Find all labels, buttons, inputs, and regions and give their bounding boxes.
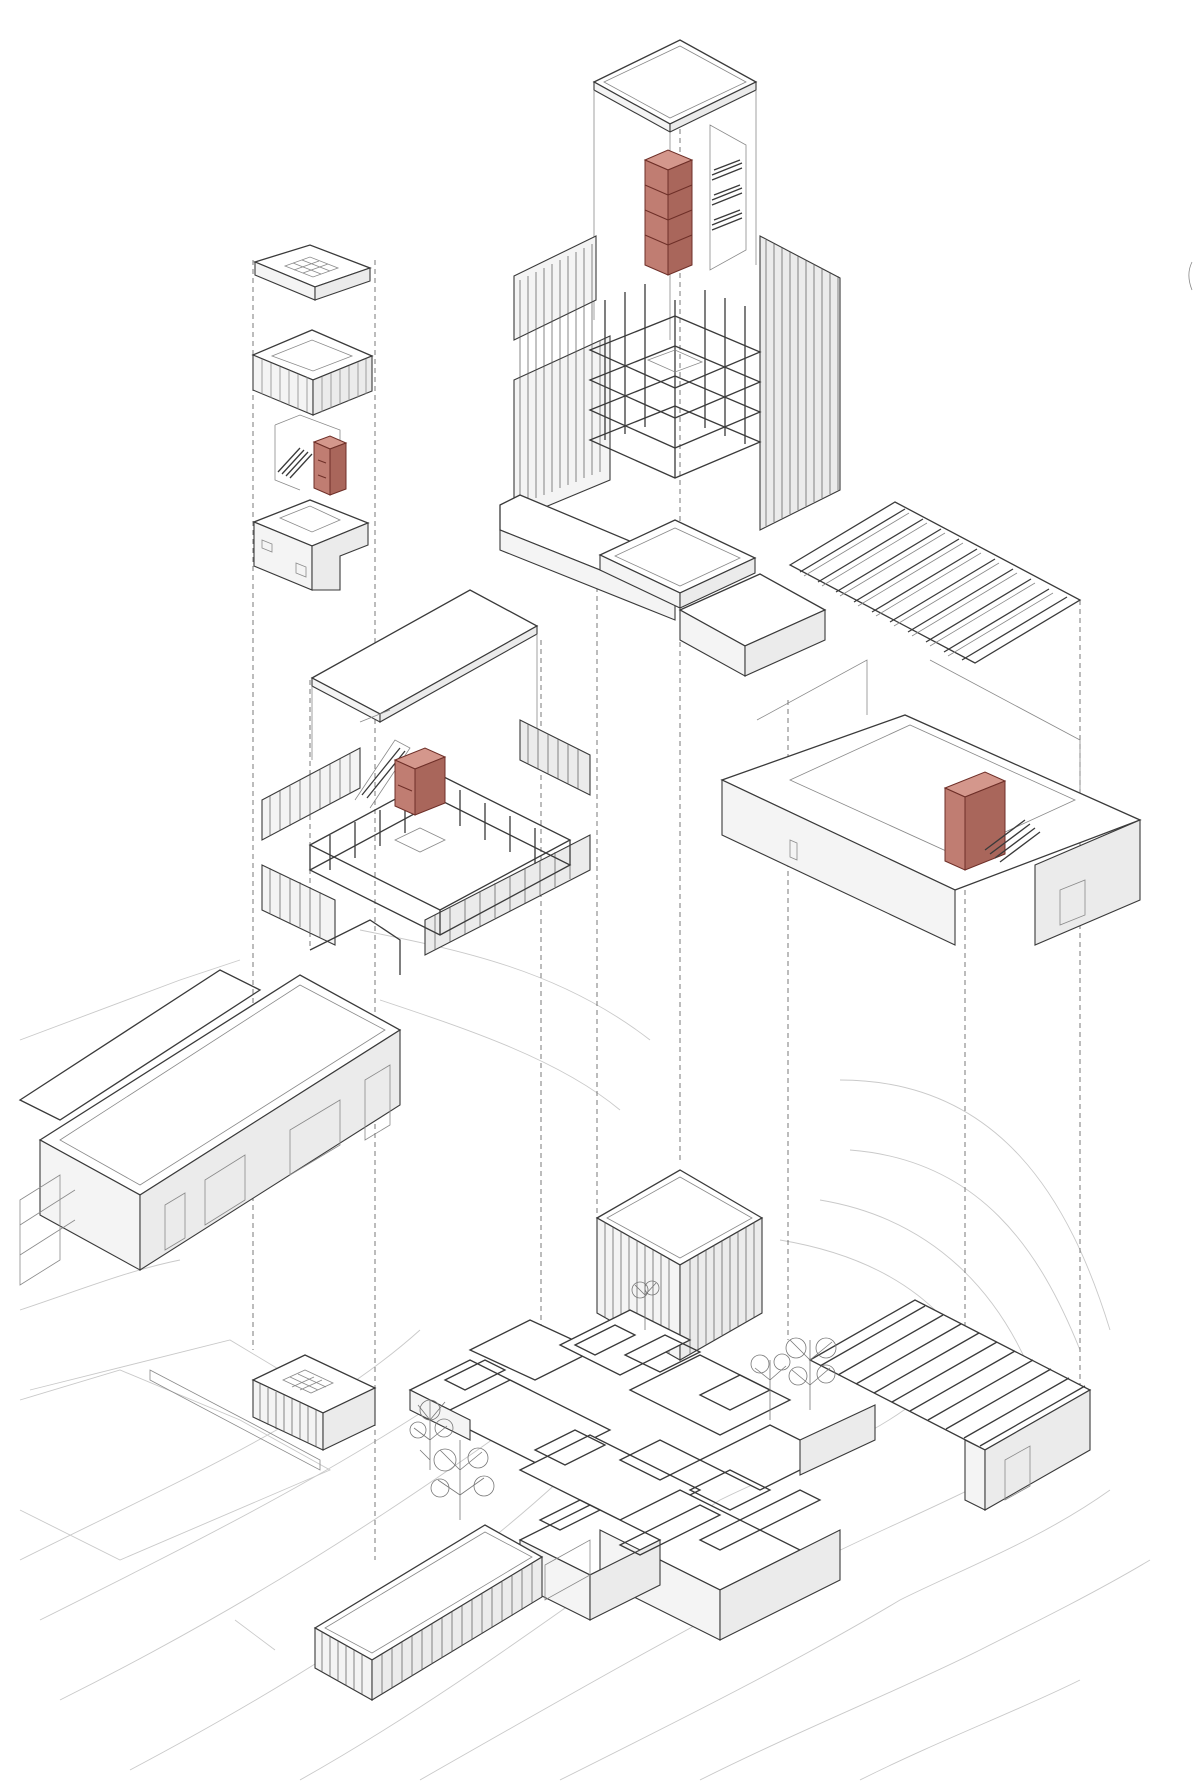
existing-building [18,919,402,1286]
ground-sawtooth [808,1299,1092,1511]
hall-columns [329,790,536,870]
ground-front-building [313,1524,591,1701]
sawtooth-roof-upper [788,501,1082,664]
small-pavilion-exploded [251,244,374,591]
site-ground-assembly [149,1169,1092,1701]
hall-left-fins [269,754,351,836]
tower-stairs [711,159,743,231]
skylight-grid [283,256,340,278]
courtyard-skylights [443,1324,822,1556]
tower-exploded [499,39,841,677]
tower-columns [604,284,746,478]
left-facade-fins [519,244,601,505]
right-facade-fins [765,240,839,526]
tower-core [643,149,694,276]
sawtooth-building-exploded [720,501,1142,946]
hall-core [393,747,447,816]
hall-exploded [261,589,591,956]
hall-core [943,771,1007,871]
pavilion-core [312,435,348,496]
parapet-ribs [261,359,367,412]
courtyard-complex [408,1309,876,1641]
trees [409,1280,837,1520]
ground-pavilion [149,1354,377,1471]
